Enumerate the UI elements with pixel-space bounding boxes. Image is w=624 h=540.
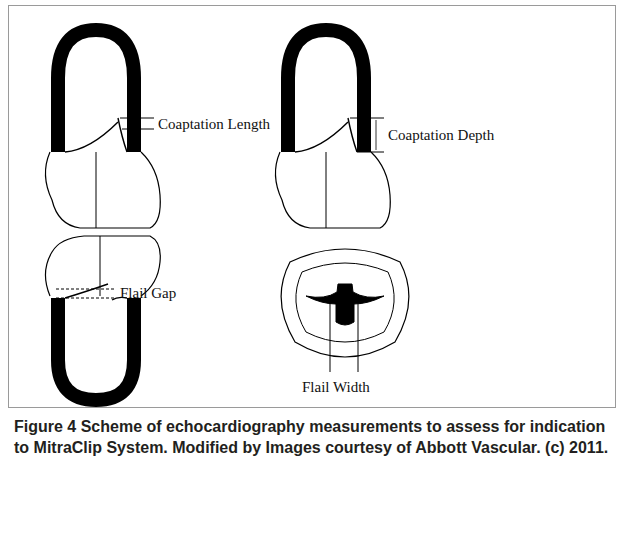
figure-caption: Figure 4 Scheme of echocardiography meas… bbox=[14, 416, 610, 458]
measurement-label: Flail Width bbox=[302, 378, 370, 396]
heart-flail-gap bbox=[45, 236, 160, 400]
figure-frame bbox=[9, 6, 616, 408]
heart-coaptation-length bbox=[45, 30, 160, 228]
measurement-label: Coaptation Depth bbox=[388, 126, 494, 144]
valve-flail-width bbox=[281, 249, 409, 372]
measurement-label: Flail Gap bbox=[120, 284, 176, 302]
measurement-label: Coaptation Length bbox=[158, 115, 270, 133]
heart-coaptation-depth bbox=[275, 30, 390, 228]
